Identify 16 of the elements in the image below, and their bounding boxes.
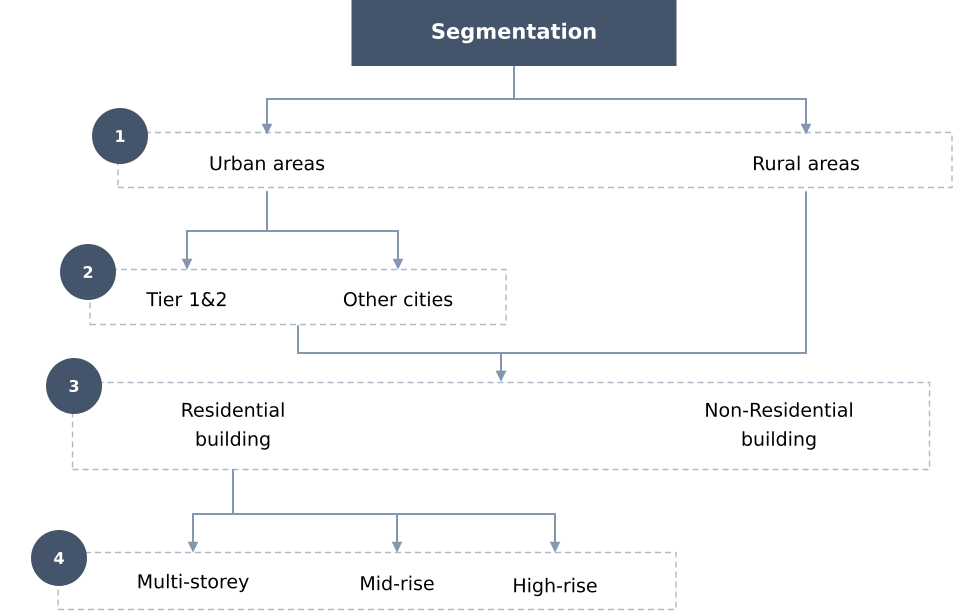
segment-label: Tier 1&2 — [146, 292, 226, 306]
dashed-band — [117, 132, 953, 188]
segment-label: Other cities — [344, 292, 452, 306]
title-box: Segmentation — [352, 0, 676, 66]
dashed-band — [72, 382, 930, 470]
step-number: 2 — [60, 244, 116, 300]
segment-label: Urban areas — [210, 156, 324, 170]
segment-label: Residential building — [182, 402, 284, 450]
step-number: 3 — [46, 358, 102, 414]
segment-label: High-rise — [514, 578, 597, 596]
segment-label: Multi-storey — [138, 574, 249, 592]
segment-label: Rural areas — [754, 156, 859, 170]
segment-label: Non-Residential building — [706, 402, 852, 450]
step-number: 4 — [31, 530, 87, 586]
step-number: 1 — [92, 108, 148, 164]
segment-label: Mid-rise — [361, 576, 434, 590]
